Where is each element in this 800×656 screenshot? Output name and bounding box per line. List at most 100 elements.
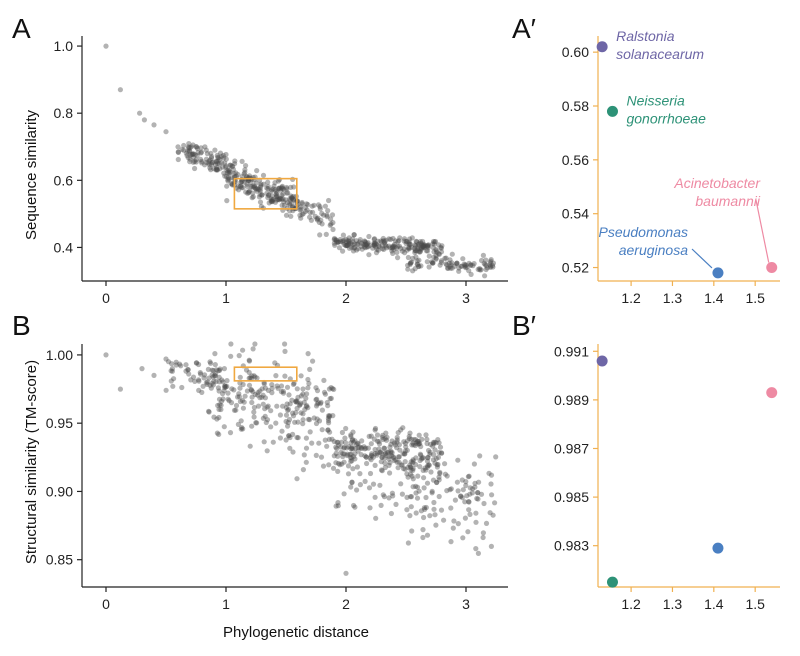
panel-a-point	[392, 241, 398, 247]
panel-b-point	[396, 454, 402, 460]
panel-a-point	[228, 180, 234, 186]
panel-a-point	[226, 176, 232, 182]
panel-a-point	[216, 161, 222, 167]
panel-b-point	[353, 442, 359, 448]
panel-b-point	[444, 488, 450, 494]
panel-a-point	[433, 256, 439, 262]
panel-a-point	[274, 197, 280, 203]
panel-a-point	[241, 179, 248, 185]
panel-b-point	[374, 432, 381, 438]
panel-b-point	[290, 410, 296, 416]
panel-a-point	[454, 260, 460, 266]
panel-b-point	[305, 385, 311, 391]
panel-b-point	[297, 400, 304, 406]
panel-b-point	[212, 362, 218, 368]
panel-a-point	[317, 206, 323, 212]
panel-a-point	[358, 243, 364, 250]
panel-b-point	[192, 378, 198, 384]
panel-a-point	[218, 154, 225, 160]
panel-a-point	[381, 246, 387, 252]
panel-b-point	[410, 467, 416, 473]
panel-a-point	[265, 183, 271, 190]
panel-a-point	[274, 194, 280, 200]
panel-b-point	[169, 366, 175, 372]
panel-a-point	[407, 261, 413, 268]
panel-b-point	[362, 478, 368, 484]
species-label-line2: gonorrhoeae	[626, 110, 706, 126]
panel-b-point	[433, 522, 439, 528]
panel-b-point	[331, 386, 337, 392]
panel-a-point	[307, 214, 313, 220]
panel-b-point	[283, 418, 289, 425]
panel-a-point	[241, 171, 247, 177]
panel-b-point	[432, 460, 438, 466]
panel-a-point	[288, 184, 294, 190]
panel-b-point	[392, 442, 398, 448]
panel-b-point	[352, 438, 358, 444]
panel-b-point	[287, 401, 293, 407]
panel-a-point	[416, 263, 422, 270]
panel-b-point	[247, 443, 253, 449]
panel-b-point	[476, 479, 482, 485]
panel-b-point	[316, 418, 323, 424]
panel-b-point	[352, 504, 358, 510]
panel-b-point	[339, 461, 345, 467]
panel-b-point	[293, 398, 299, 404]
panel-a-point	[431, 249, 437, 255]
panel-b-point	[260, 392, 266, 398]
panel-b-point	[279, 428, 285, 434]
panel-b-point	[334, 439, 340, 445]
panel-a-point	[214, 167, 220, 173]
panel-b-point	[379, 454, 385, 460]
panel-b-point	[170, 383, 176, 389]
panel-b-point	[220, 396, 226, 402]
panel-a-point	[414, 258, 420, 264]
panel-a-point	[417, 249, 423, 255]
panel-b-point	[218, 406, 224, 413]
panel-a-point	[353, 238, 360, 244]
panel-a-point	[187, 152, 193, 158]
panel-b-point	[437, 444, 444, 450]
panel-a-point	[423, 248, 430, 254]
panel-b-prime-x-tick-label: 1.3	[663, 596, 683, 612]
panel-a-point	[366, 233, 372, 240]
panel-a-point	[395, 243, 401, 249]
panel-a-point	[399, 248, 405, 254]
panel-b-point	[372, 451, 378, 457]
panel-b-point	[369, 453, 375, 459]
panel-a-point	[213, 167, 219, 173]
panel-b-point	[298, 373, 304, 379]
panel-a-point	[380, 238, 387, 244]
panel-b-point	[231, 387, 237, 393]
panel-b-x-tick-label: 2	[342, 596, 350, 612]
panel-a-point	[351, 245, 357, 251]
panel-a-point	[163, 129, 169, 135]
panel-a-prime-y-tick-label: 0.52	[562, 260, 589, 276]
panel-a-point	[222, 160, 228, 166]
panel-a-point	[390, 235, 396, 242]
panel-b-point	[417, 464, 423, 470]
panel-a-point	[430, 260, 436, 266]
panel-a-point	[210, 159, 216, 165]
panel-b-point	[355, 440, 361, 446]
panel-b-point	[319, 407, 325, 413]
panel-a-point	[340, 248, 346, 254]
panel-b-point	[455, 457, 461, 463]
panel-b-point	[403, 444, 409, 450]
panel-b-point	[306, 380, 312, 387]
panel-a-point	[326, 197, 332, 204]
panel-b-point	[464, 493, 470, 499]
panel-a-point	[425, 243, 431, 249]
panel-b-point	[431, 441, 437, 447]
panel-b-point	[253, 420, 259, 426]
panel-b-point	[236, 394, 242, 400]
panel-b-point	[318, 454, 325, 460]
panel-b-point	[320, 463, 327, 469]
panel-a-point	[394, 249, 400, 255]
panel-b-point	[286, 433, 292, 439]
panel-b-point	[301, 452, 307, 458]
panel-b-point	[222, 383, 228, 389]
panel-a-point	[371, 242, 377, 248]
